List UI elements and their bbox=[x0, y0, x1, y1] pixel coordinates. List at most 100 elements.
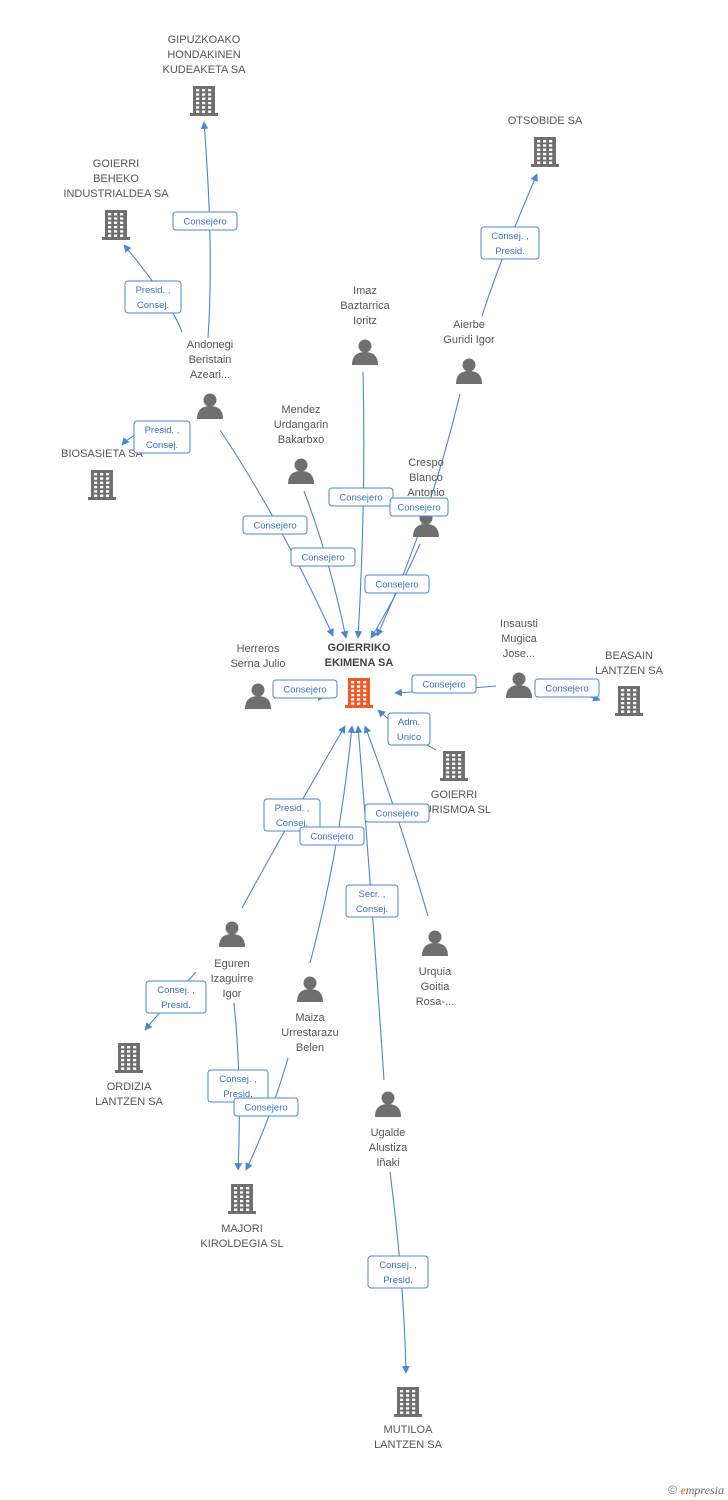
company-node-biosasieta[interactable]: BIOSASIETA SA bbox=[61, 448, 144, 500]
node-label: Azeari... bbox=[190, 369, 230, 381]
relation-label[interactable]: Consej. ,Presid. bbox=[145, 980, 207, 1014]
building-icon bbox=[190, 86, 218, 116]
relation-label[interactable]: Consejero bbox=[172, 211, 238, 231]
node-label: Rosa-... bbox=[416, 996, 455, 1008]
building-icon bbox=[228, 1184, 256, 1214]
node-label: MUTILOA bbox=[384, 1424, 434, 1436]
person-icon bbox=[219, 921, 245, 947]
building-icon bbox=[394, 1387, 422, 1417]
building-icon bbox=[345, 678, 373, 708]
footer-brand[interactable]: © empresia bbox=[668, 1483, 724, 1498]
node-label: MAJORI bbox=[221, 1223, 263, 1235]
relation-label-box bbox=[328, 487, 394, 507]
person-icon bbox=[506, 672, 532, 698]
relation-label-text: Consejero bbox=[422, 680, 465, 691]
relation-label[interactable]: Consejero bbox=[272, 679, 338, 699]
relation-label-text: Consejero bbox=[301, 553, 344, 564]
relation-label-text: Presid. bbox=[223, 1089, 253, 1100]
relation-label-text: Consejero bbox=[339, 493, 382, 504]
relation-label[interactable]: Consejero bbox=[233, 1097, 299, 1117]
node-label: OTSOBIDE SA bbox=[508, 115, 583, 127]
node-label: Iñaki bbox=[376, 1157, 399, 1169]
building-icon bbox=[115, 1043, 143, 1073]
relation-label-box bbox=[364, 574, 430, 594]
relation-label[interactable]: Consejero bbox=[389, 497, 449, 517]
node-label: Goitia bbox=[421, 981, 451, 993]
node-label: GIPUZKOAKO bbox=[168, 34, 241, 46]
relation-label-box bbox=[364, 803, 430, 823]
relation-label[interactable]: Secr. ,Consej. bbox=[345, 884, 399, 918]
node-label: Eguren bbox=[214, 958, 249, 970]
relation-label-box bbox=[299, 826, 365, 846]
relation-label-box bbox=[263, 798, 321, 832]
node-label: ORDIZIA bbox=[107, 1081, 152, 1093]
relation-label[interactable]: Presid. ,Consej. bbox=[133, 420, 191, 454]
node-label: Beristain bbox=[189, 354, 232, 366]
relation-label[interactable]: Consejero bbox=[242, 515, 308, 535]
person-icon bbox=[352, 339, 378, 365]
relation-label-text: Consej. , bbox=[157, 985, 195, 996]
relation-label[interactable]: Consejero bbox=[364, 803, 430, 823]
relation-label[interactable]: Consejero bbox=[290, 547, 356, 567]
person-icon bbox=[297, 976, 323, 1002]
node-label: Urquia bbox=[419, 966, 452, 978]
relation-label[interactable]: Consejero bbox=[534, 678, 600, 698]
relation-label-text: Adm. bbox=[398, 717, 420, 728]
relation-label[interactable]: Consej. ,Presid. bbox=[480, 226, 540, 260]
person-icon bbox=[288, 458, 314, 484]
node-label: GOIERRIKO bbox=[328, 642, 391, 654]
relation-label[interactable]: Consej. ,Presid. bbox=[207, 1069, 269, 1103]
person-node-insausti[interactable]: InsaustiMugicaJose... bbox=[500, 618, 538, 698]
relation-label-text: Consejero bbox=[375, 809, 418, 820]
person-node-urquia[interactable]: UrquiaGoitiaRosa-... bbox=[416, 930, 455, 1009]
building-icon bbox=[88, 470, 116, 500]
relation-label[interactable]: Consejero bbox=[364, 574, 430, 594]
relation-label-text: Consej. bbox=[137, 300, 169, 311]
relation-label-box bbox=[345, 884, 399, 918]
person-icon bbox=[375, 1091, 401, 1117]
relation-label[interactable]: Presid. ,Consej. bbox=[124, 280, 182, 314]
copyright-symbol: © bbox=[668, 1483, 678, 1497]
relation-label-text: Consejero bbox=[183, 217, 226, 228]
node-label: Herreros bbox=[237, 643, 280, 655]
person-node-andonegi[interactable]: AndonegiBeristainAzeari... bbox=[187, 339, 234, 419]
relation-label-text: Consej. bbox=[276, 818, 308, 829]
relation-label[interactable]: Consej. ,Presid. bbox=[367, 1255, 429, 1289]
relation-label-box bbox=[534, 678, 600, 698]
relation-label[interactable]: Presid. ,Consej. bbox=[263, 798, 321, 832]
relation-label[interactable]: Consejero bbox=[328, 487, 394, 507]
relation-label-text: Secr. , bbox=[359, 889, 386, 900]
relation-label-text: Consej. , bbox=[379, 1260, 417, 1271]
node-label: Izaguirre bbox=[211, 973, 254, 985]
node-label: Mugica bbox=[501, 633, 537, 645]
company-node-otsobide[interactable]: OTSOBIDE SA bbox=[508, 115, 583, 167]
building-icon bbox=[615, 686, 643, 716]
node-label: Alustiza bbox=[369, 1142, 408, 1154]
relation-label-text: Consejero bbox=[375, 580, 418, 591]
relation-label[interactable]: Adm.Unico bbox=[387, 712, 431, 746]
relation-label[interactable]: Consejero bbox=[299, 826, 365, 846]
relation-label[interactable]: Consejero bbox=[411, 674, 477, 694]
edge-maiza-to-majori bbox=[245, 1057, 289, 1171]
node-label: Crespo bbox=[408, 457, 443, 469]
relation-label-box bbox=[272, 679, 338, 699]
relation-label-box bbox=[480, 226, 540, 260]
